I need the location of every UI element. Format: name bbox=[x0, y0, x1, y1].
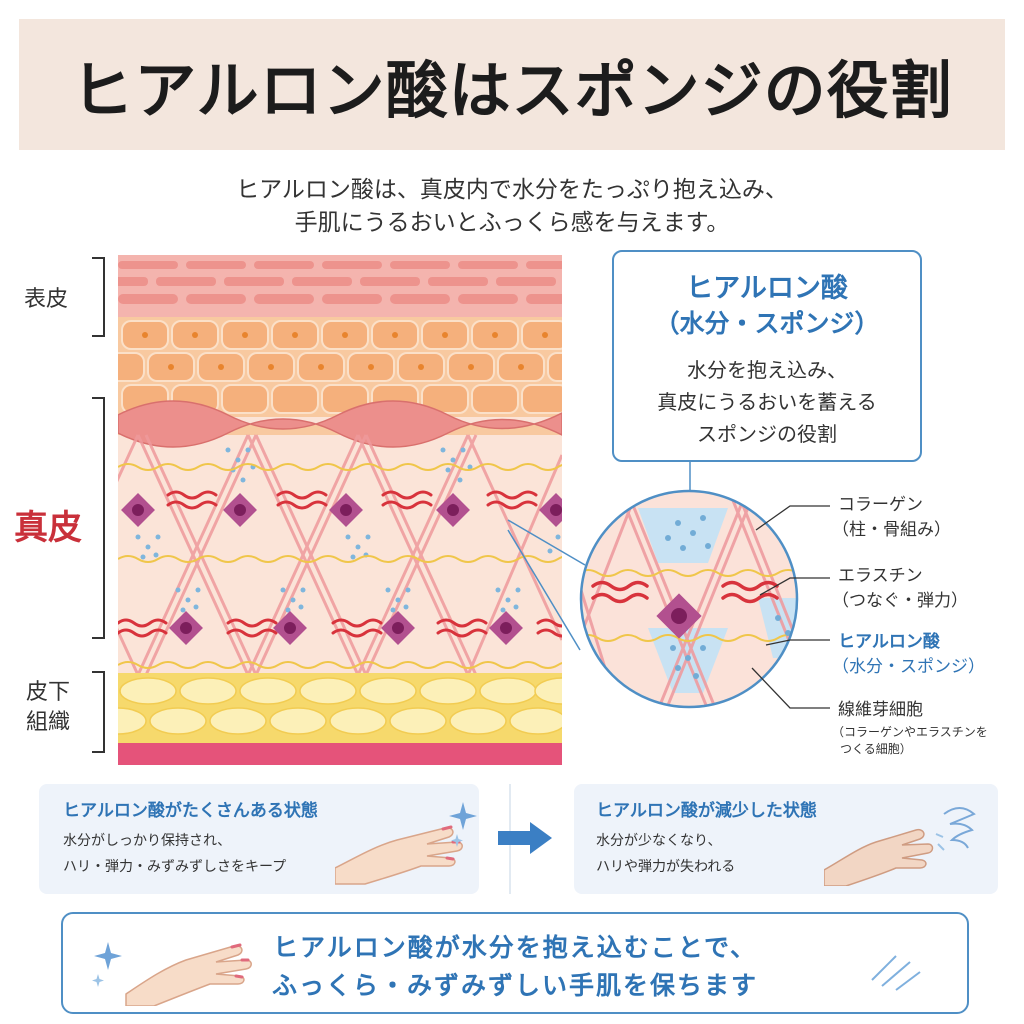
sparkle-icon bbox=[92, 942, 122, 987]
intro-line-2: 手肌にうるおいとふっくら感を与えます。 bbox=[294, 210, 730, 236]
muscle-layer bbox=[118, 743, 562, 765]
callout-line-3: スポンジの役割 bbox=[697, 422, 837, 446]
callout-box: ヒアルロン酸 （水分・スポンジ） 水分を抱え込み、 真皮にうるおいを蓄える スポ… bbox=[612, 250, 922, 462]
annotation-hyaluronic-sub: （水分・スポンジ） bbox=[832, 657, 985, 677]
annotation-fibroblast: 線維芽細胞 bbox=[838, 700, 923, 720]
intro-line-1: ヒアルロン酸は、真皮内で水分をたっぷり抱え込み、 bbox=[236, 177, 788, 203]
hand-illustration-dry bbox=[824, 828, 934, 886]
dry-swirl-icon bbox=[935, 807, 976, 851]
page-title: ヒアルロン酸はスポンジの役割 bbox=[71, 53, 953, 127]
state-reduced-line-1: 水分が少なくなり、 bbox=[596, 833, 722, 849]
annotation-fibroblast-sub-2: つくる細胞） bbox=[840, 742, 912, 756]
label-subcutaneous-2: 組織 bbox=[26, 710, 71, 735]
label-epidermis: 表皮 bbox=[24, 287, 69, 312]
annotation-elastin-sub: （つなぐ・弾力） bbox=[832, 591, 968, 611]
annotation-hyaluronic: ヒアルロン酸 bbox=[838, 632, 940, 652]
callout-subtitle: （水分・スポンジ） bbox=[654, 309, 880, 338]
label-dermis: 真皮 bbox=[14, 508, 82, 548]
bottom-line-1: ヒアルロン酸が水分を抱え込むことで、 bbox=[272, 933, 757, 962]
annotation-fibroblast-sub-1: （コラーゲンやエラスチンを bbox=[832, 725, 988, 739]
label-subcutaneous-1: 皮下 bbox=[26, 680, 71, 705]
state-arrow bbox=[498, 784, 552, 894]
sparkle-icon bbox=[449, 802, 477, 847]
callout-title: ヒアルロン酸 bbox=[686, 273, 848, 304]
annotation-collagen-sub: （柱・骨組み） bbox=[832, 520, 951, 540]
skin-cross-section bbox=[118, 255, 562, 765]
magnified-view bbox=[579, 489, 799, 709]
collagen-fibers bbox=[118, 434, 562, 676]
state-reduced-title: ヒアルロン酸が減少した状態 bbox=[596, 801, 817, 821]
callout-line-2: 真皮にうるおいを蓄える bbox=[657, 390, 877, 414]
state-rich-title: ヒアルロン酸がたくさんある状態 bbox=[63, 801, 318, 821]
elastin-waves bbox=[118, 463, 562, 669]
hyaluronic-dots bbox=[135, 447, 561, 613]
state-rich-line-1: 水分がしっかり保持され、 bbox=[63, 833, 232, 849]
right-arrow-icon bbox=[498, 822, 552, 854]
annotation-collagen: コラーゲン bbox=[838, 495, 923, 515]
callout-line-1: 水分を抱え込み、 bbox=[687, 358, 847, 382]
accent-lines-icon bbox=[871, 955, 921, 991]
bottom-line-2: ふっくら・みずみずしい手肌を保ちます bbox=[271, 971, 758, 1000]
state-rich-panel: ヒアルロン酸がたくさんある状態 水分がしっかり保持され、 ハリ・弾力・みずみずし… bbox=[39, 784, 479, 894]
bottom-hand-illustration bbox=[92, 942, 252, 1006]
state-reduced-line-2: ハリや弾力が失われる bbox=[596, 859, 736, 875]
state-reduced-panel: ヒアルロン酸が減少した状態 水分が少なくなり、 ハリや弾力が失われる bbox=[574, 784, 998, 894]
annotation-elastin: エラスチン bbox=[838, 566, 923, 586]
title-banner: ヒアルロン酸はスポンジの役割 bbox=[19, 19, 1005, 150]
elastin-squiggles bbox=[118, 490, 562, 638]
basal-layer bbox=[118, 400, 562, 448]
state-rich-line-2: ハリ・弾力・みずみずしさをキープ bbox=[63, 859, 287, 875]
